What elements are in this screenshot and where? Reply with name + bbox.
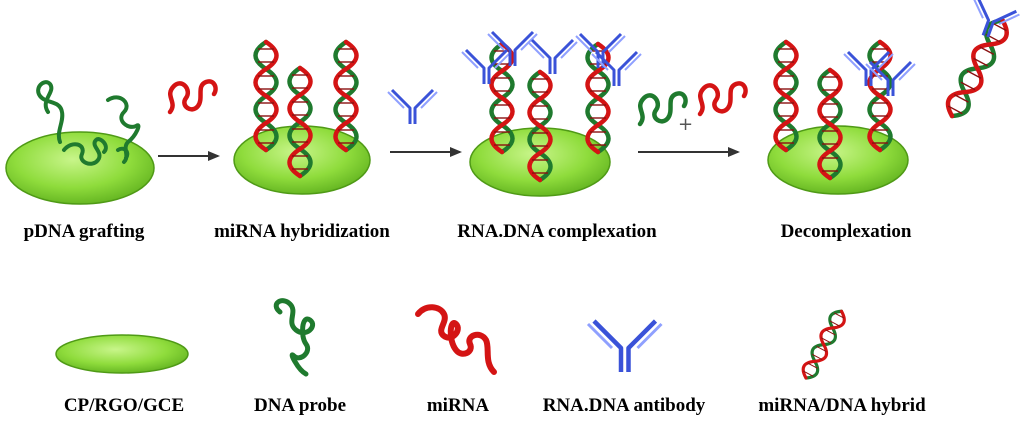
mirna-reagent-1 [170, 81, 216, 112]
legend-item-hybrid: miRNA/DNA hybrid [758, 306, 926, 416]
dna-probe-strands [36, 80, 141, 166]
electrode-disc [5, 131, 155, 205]
step-label-pdna-grafting: pDNA grafting [24, 221, 145, 242]
step-label-rna-dna-complexation: RNA.DNA complexation [457, 221, 657, 242]
legend-label-antibody: RNA.DNA antibody [543, 395, 706, 416]
legend-label-electrode: CP/RGO/GCE [64, 395, 184, 416]
legend-label-mirna: miRNA [427, 395, 490, 416]
dna-probe-icon [273, 298, 316, 377]
hybrid-icon [797, 306, 850, 384]
legend: CP/RGO/GCE DNA probe miRNA RNA.DNA antib… [55, 298, 926, 416]
legend-item-dna-probe: DNA probe [254, 298, 346, 416]
decomplexation-reagents: + [640, 83, 746, 135]
legend-item-electrode: CP/RGO/GCE [55, 334, 189, 416]
step-rna-dna-complexation [460, 30, 643, 197]
antibody-reagent [386, 88, 439, 126]
legend-label-hybrid: miRNA/DNA hybrid [758, 395, 926, 416]
electrode-icon [55, 334, 189, 374]
legend-item-mirna: miRNA [415, 304, 497, 416]
mirna-icon [415, 304, 497, 375]
step-label-mirna-hybridization: miRNA hybridization [214, 221, 390, 242]
legend-label-dna-probe: DNA probe [254, 395, 346, 416]
released-complex [943, 0, 1022, 121]
antibody-icon [586, 319, 663, 372]
step-mirna-hybridization [233, 42, 371, 195]
legend-item-antibody: RNA.DNA antibody [543, 319, 706, 416]
step-decomplexation [767, 0, 1022, 195]
plus-sign: + [678, 114, 693, 135]
bound-antibodies [460, 30, 643, 88]
step-label-decomplexation: Decomplexation [781, 221, 912, 242]
step-pdna-grafting [5, 80, 155, 205]
